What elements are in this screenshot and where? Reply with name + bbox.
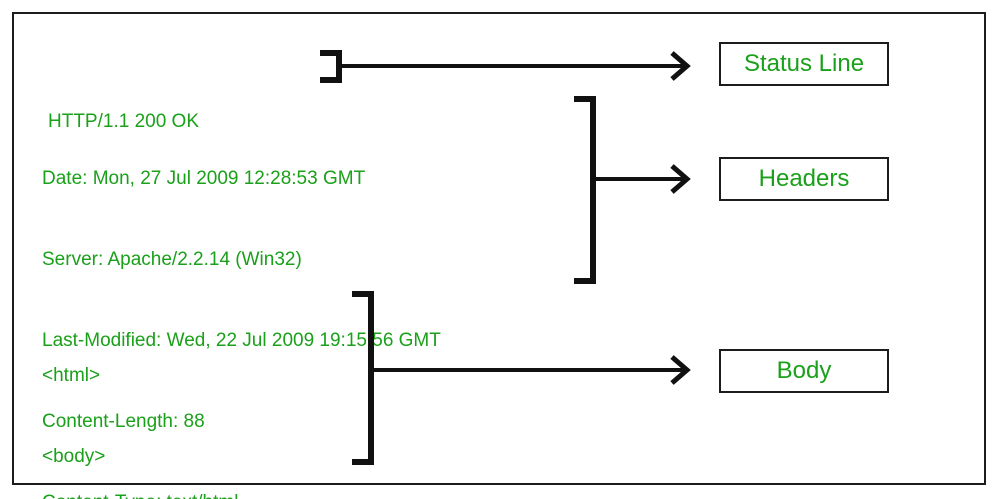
status-line-label-box[interactable]: Status Line <box>719 42 889 86</box>
diagram-frame <box>12 12 986 485</box>
header-line-content-type: Content-Type: text/html <box>42 489 441 499</box>
header-line-server: Server: Apache/2.2.14 (Win32) <box>42 249 302 270</box>
headers-label-box[interactable]: Headers <box>719 157 889 201</box>
body-text-block: <html> <body> <h1>Hello, World!</h1> </b… <box>42 308 242 499</box>
headers-label: Headers <box>758 165 850 192</box>
status-line-text-block: HTTP/1.1 200 OK <box>48 54 199 189</box>
body-line-body-open: <body> <box>42 446 106 467</box>
body-label: Body <box>776 357 832 384</box>
body-line-html-open: <html> <box>42 365 101 386</box>
body-label-box[interactable]: Body <box>719 349 889 393</box>
header-line-content-length: Content-Length: 88 <box>42 411 205 432</box>
headers-text-block: Date: Mon, 27 Jul 2009 12:28:53 GMT Serv… <box>42 111 441 499</box>
header-line-last-modified: Last-Modified: Wed, 22 Jul 2009 19:15:56… <box>42 330 441 351</box>
status-line-text-line: HTTP/1.1 200 OK <box>48 111 200 132</box>
header-line-date: Date: Mon, 27 Jul 2009 12:28:53 GMT <box>42 168 366 189</box>
status-line-label: Status Line <box>743 50 865 77</box>
